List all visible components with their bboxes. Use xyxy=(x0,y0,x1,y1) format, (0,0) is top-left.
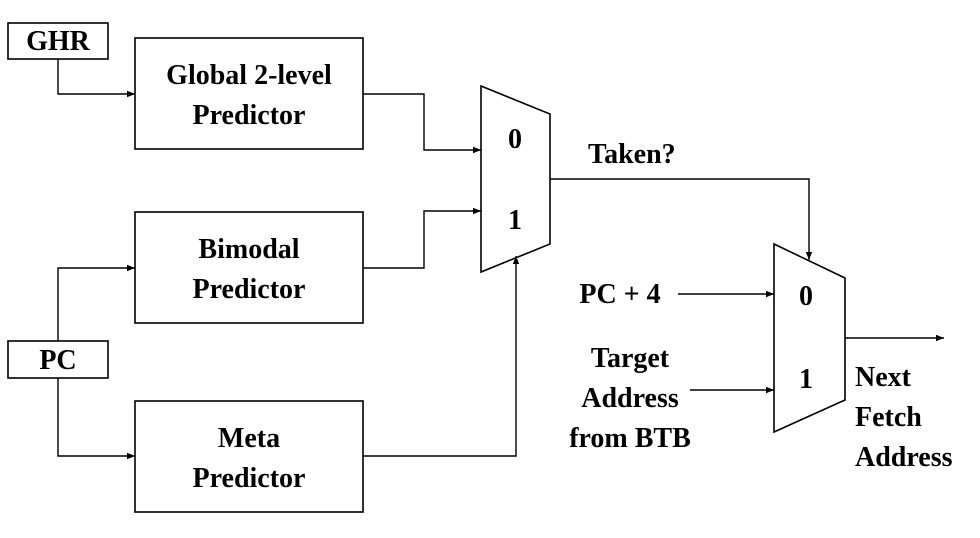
next-fetch-label-line1: Next xyxy=(855,362,912,393)
meta-predictor: Meta Predictor xyxy=(134,400,364,513)
taken-to-mux2-select-wire xyxy=(550,178,813,260)
ghr-input: GHR xyxy=(7,22,109,60)
bimodal-predictor-line2: Predictor xyxy=(193,274,306,305)
next-fetch-mux: 0 1 xyxy=(773,242,846,434)
next-fetch-mux-in0: 0 xyxy=(799,281,813,312)
bimodal-predictor-box xyxy=(134,211,364,324)
next-fetch-mux-in1: 1 xyxy=(799,364,813,395)
taken-mux-in1: 1 xyxy=(508,205,522,236)
pc-plus-4-label: PC + 4 xyxy=(579,279,660,310)
global-predictor-line2: Predictor xyxy=(193,100,306,131)
meta-predictor-box xyxy=(134,400,364,513)
meta-predictor-line1: Meta xyxy=(218,423,280,454)
meta-predictor-line2: Predictor xyxy=(193,463,306,494)
bimodal-predictor-line1: Bimodal xyxy=(198,234,299,265)
pc-label: PC xyxy=(39,345,76,376)
bimodal-to-mux-wire xyxy=(363,207,481,269)
taken-mux: 0 1 xyxy=(480,84,551,274)
next-fetch-label-line2: Fetch xyxy=(855,402,922,433)
ghr-label: GHR xyxy=(26,26,91,57)
meta-to-mux-select-wire xyxy=(363,256,520,457)
taken-mux-shape xyxy=(480,84,551,274)
pc-box xyxy=(7,340,109,379)
global-predictor: Global 2-level Predictor xyxy=(134,37,364,150)
btb-label-line3: from BTB xyxy=(569,423,691,454)
taken-mux-in0: 0 xyxy=(508,124,522,155)
bimodal-predictor: Bimodal Predictor xyxy=(134,211,364,324)
pc-input: PC xyxy=(7,340,109,379)
btb-label-line2: Address xyxy=(581,383,679,414)
global-to-mux-wire xyxy=(363,93,481,154)
btb-label-line1: Target xyxy=(591,343,670,374)
next-fetch-mux-shape xyxy=(773,242,846,434)
pc-to-meta-wire xyxy=(57,378,135,460)
taken-label: Taken? xyxy=(588,139,676,170)
ghr-to-global-wire xyxy=(57,59,135,98)
pc-to-bimodal-wire xyxy=(57,264,135,341)
global-predictor-line1: Global 2-level xyxy=(166,60,332,91)
next-fetch-label-line3: Address xyxy=(855,442,953,473)
ghr-box xyxy=(7,22,109,60)
global-predictor-box xyxy=(134,37,364,150)
